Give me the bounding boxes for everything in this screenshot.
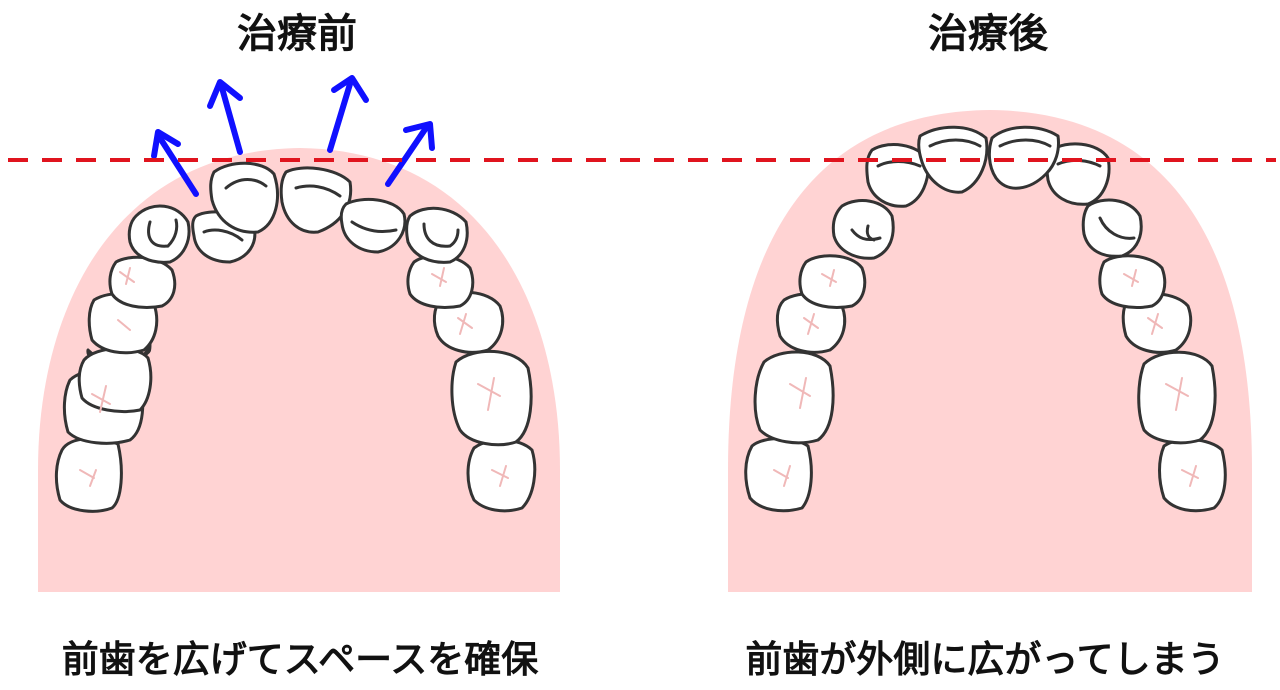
groove-marks [79,267,1199,487]
molar [753,350,835,445]
title-before: 治療前 [237,11,357,57]
arrow-right-inner [327,75,369,153]
canine [1081,198,1143,258]
lateral-incisor [339,197,407,254]
premolar [108,255,177,309]
central-incisor [209,161,279,234]
front-teeth-before [191,161,407,264]
canine [405,206,469,264]
title-after: 治療後 [928,11,1048,57]
molar [1137,350,1217,445]
arrow-right-outer [385,121,435,187]
teeth-after [744,125,989,513]
molar [450,349,533,447]
expansion-arrows [151,75,435,197]
canine [831,199,895,260]
premolar [798,254,867,309]
molar [77,346,153,413]
central-incisor [279,166,353,234]
canine [127,204,191,264]
caption-after: 前歯が外側に広がってしまう [745,638,1225,681]
lateral-incisor [865,143,930,208]
arrow-left-outer [151,129,199,197]
caption-before: 前歯を広げてスペースを確保 [61,638,539,681]
molar [744,437,813,513]
arrow-left-inner [207,79,243,155]
